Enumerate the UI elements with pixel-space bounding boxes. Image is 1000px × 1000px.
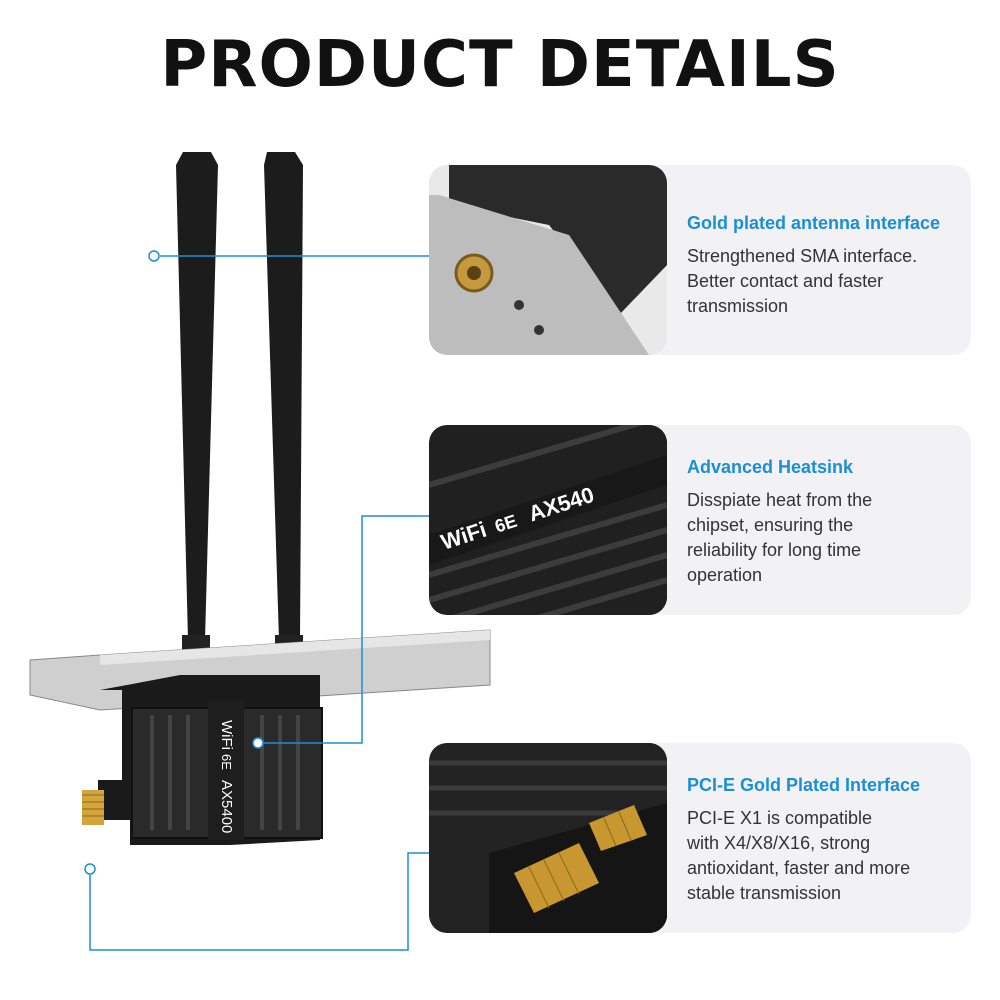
wifi-card-image: WiFi 6E AX5400	[29, 152, 491, 845]
board-label-badge: 6E	[219, 754, 234, 770]
heatsink-photo: WiFi 6E AX540	[429, 425, 667, 615]
callout-dot-pcie	[84, 863, 96, 875]
feature-title-antenna: Gold plated antenna interface	[687, 213, 941, 233]
feature-title-pcie: PCI-E Gold Plated Interface	[687, 775, 921, 795]
board-label-brand: WiFi	[218, 720, 235, 750]
antenna-photo	[429, 165, 667, 355]
feature-title-heatsink: Advanced Heatsink	[687, 457, 854, 477]
page-title: PRODUCT DETAILS	[160, 28, 840, 102]
feature-desc-heatsink: Disspiate heat from the chipset, ensurin…	[687, 490, 873, 585]
feature-card-pcie: PCI-E Gold Plated Interface PCI-E X1 is …	[429, 743, 971, 933]
callout-line-heatsink	[264, 515, 429, 744]
feature-card-heatsink: WiFi 6E AX540 Advanced Heatsink Disspiat…	[429, 425, 971, 615]
callout-line-pcie	[89, 852, 429, 951]
feature-card-antenna: Gold plated antenna interface Strengthen…	[429, 165, 971, 355]
pcie-photo	[429, 743, 667, 933]
heatsink	[131, 700, 323, 840]
feature-desc-pcie: PCI-E X1 is compatible with X4/X8/X16, s…	[687, 808, 911, 903]
feature-desc-antenna: Strengthened SMA interface. Better conta…	[687, 246, 918, 316]
board-label-model: AX5400	[218, 780, 235, 833]
gold-fingers	[82, 790, 104, 825]
callout-dot-heatsink	[252, 737, 264, 749]
callout-dot-antenna	[148, 250, 160, 262]
